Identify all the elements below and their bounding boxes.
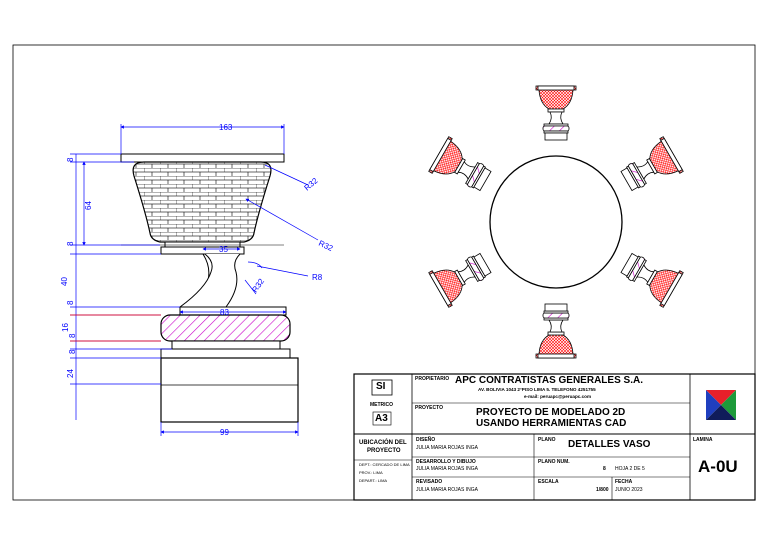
dim-bowl-rim: 8 <box>66 157 75 162</box>
vase-base <box>160 357 299 423</box>
location-title-1: UBICACIÓN DEL <box>359 440 407 446</box>
vase-rim <box>120 153 285 163</box>
dim-radius-neck: R8 <box>312 273 323 282</box>
vase-bowl-base <box>164 241 241 248</box>
central-circle <box>489 155 623 289</box>
location-depart: DEPART.: LIMA <box>359 478 388 483</box>
project-label: PROYECTO <box>415 405 443 411</box>
hatch-ring-lines <box>70 314 161 342</box>
plan-num-label: PLANO NUM. <box>538 459 570 465</box>
company-address: AV. BOLIVIA 1043 2°PISO LIMA 5. TELEFONO… <box>478 387 596 392</box>
review-label: REVISADO <box>416 479 443 485</box>
company-name: APC CONTRATISTAS GENERALES S.A. <box>455 375 643 386</box>
project-line-2: USANDO HERRAMIENTAS CAD <box>476 418 627 429</box>
lamina-value: A-0U <box>698 457 738 476</box>
dim-base-height: 24 <box>66 369 75 378</box>
vase-plan-view <box>428 85 684 359</box>
company-email: e-mail: peruapc@peruapc.com <box>524 394 592 399</box>
owner-label: PROPIETARIO <box>415 376 450 382</box>
vase-ring <box>160 314 291 342</box>
sheet-size-text: A3 <box>375 413 388 424</box>
dim-neck-width: 35 <box>219 245 228 254</box>
dim-ring-width: 83 <box>220 308 229 317</box>
vase-ring-bottom <box>171 340 281 350</box>
vase-bowl <box>132 161 272 243</box>
drawing-name: JULIA MARIA ROJAS INGA <box>416 466 478 472</box>
dim-bowl-height: 64 <box>84 201 93 210</box>
title-block-grid <box>353 373 756 501</box>
dim-neck-height: 40 <box>60 277 69 286</box>
plan-num: 8 <box>603 466 606 472</box>
si-logo-box <box>371 379 393 426</box>
dim-top-width: 163 <box>219 123 233 132</box>
si-logo-text: SI <box>376 381 386 392</box>
vase-elevation <box>120 153 299 423</box>
date-value: JUNIO 2023 <box>615 487 643 493</box>
dim-ring-bottom-b: 8 <box>68 349 77 354</box>
review-name: JULIA MARIA ROJAS INGA <box>416 487 478 493</box>
date-label: FECHA <box>615 479 633 485</box>
drawing-label: DESARROLLO Y DIBUJO <box>416 459 476 465</box>
design-name: JULIA MARIA ROJAS INGA <box>416 445 478 451</box>
plan-label: PLANO <box>538 437 556 443</box>
scale-label: ESCALA <box>538 479 559 485</box>
dim-ring-height: 16 <box>61 323 70 332</box>
location-title-2: PROYECTO <box>367 448 401 454</box>
dim-base-width: 99 <box>220 428 229 437</box>
plan-title: DETALLES VASO <box>568 439 651 450</box>
company-logo <box>706 390 736 420</box>
si-units-text: METRICO <box>370 402 394 408</box>
dim-ring-top: 8 <box>66 300 75 305</box>
lamina-label: LAMINA <box>693 437 713 443</box>
dim-bowl-base: 8 <box>66 241 75 246</box>
dim-ring-bottom-a: 8 <box>68 333 77 338</box>
scale-value: 1/800 <box>596 487 609 493</box>
location-prov: PROV.: LIMA <box>359 470 383 475</box>
project-line-1: PROYECTO DE MODELADO 2D <box>476 407 626 418</box>
location-dept: DEPT.: CERCADO DE LIMA <box>359 462 410 467</box>
sheet-count: HOJA 2 DE 5 <box>615 466 645 472</box>
design-label: DISEÑO <box>416 437 436 443</box>
vase-ring-top <box>179 306 287 316</box>
